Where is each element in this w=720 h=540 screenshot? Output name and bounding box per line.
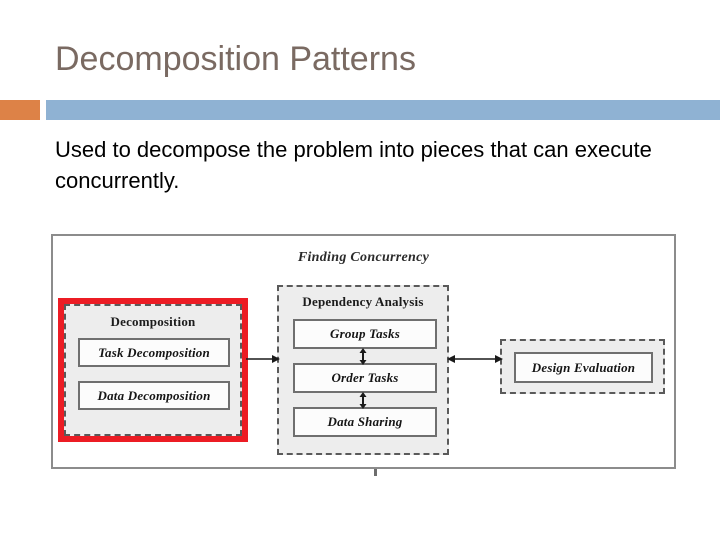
arrow-order-tasks-to-data-sharing [359, 392, 367, 409]
arrow-decomposition-to-dependency [246, 355, 280, 363]
slide-body-text: Used to decompose the problem into piece… [55, 137, 652, 193]
node-task-decomposition: Task Decomposition [78, 338, 230, 367]
divider-rule [46, 100, 720, 120]
group-design-evaluation: Design Evaluation [500, 339, 665, 394]
node-data-sharing: Data Sharing [293, 407, 437, 437]
page-title: Decomposition Patterns [55, 40, 416, 78]
divider-accent-square [0, 100, 40, 120]
group-decomposition: Decomposition Task Decomposition Data De… [64, 304, 242, 436]
group-decomposition-heading: Decomposition [110, 314, 196, 329]
figure-container: Finding Concurrency Decomposition Task D… [51, 234, 676, 469]
arrow-dependency-to-design-evaluation [447, 355, 503, 363]
arrow-group-tasks-to-order-tasks [359, 348, 367, 365]
title-divider [0, 100, 720, 120]
figure-bottom-tick [374, 469, 377, 476]
node-group-tasks: Group Tasks [293, 319, 437, 349]
node-order-tasks: Order Tasks [293, 363, 437, 393]
node-data-decomposition: Data Decomposition [78, 381, 230, 410]
figure-title: Finding Concurrency [297, 250, 430, 265]
group-dependency-analysis: Dependency Analysis Group Tasks Order Ta… [277, 285, 449, 455]
node-design-evaluation: Design Evaluation [514, 352, 653, 383]
group-dependency-analysis-heading: Dependency Analysis [302, 294, 424, 309]
